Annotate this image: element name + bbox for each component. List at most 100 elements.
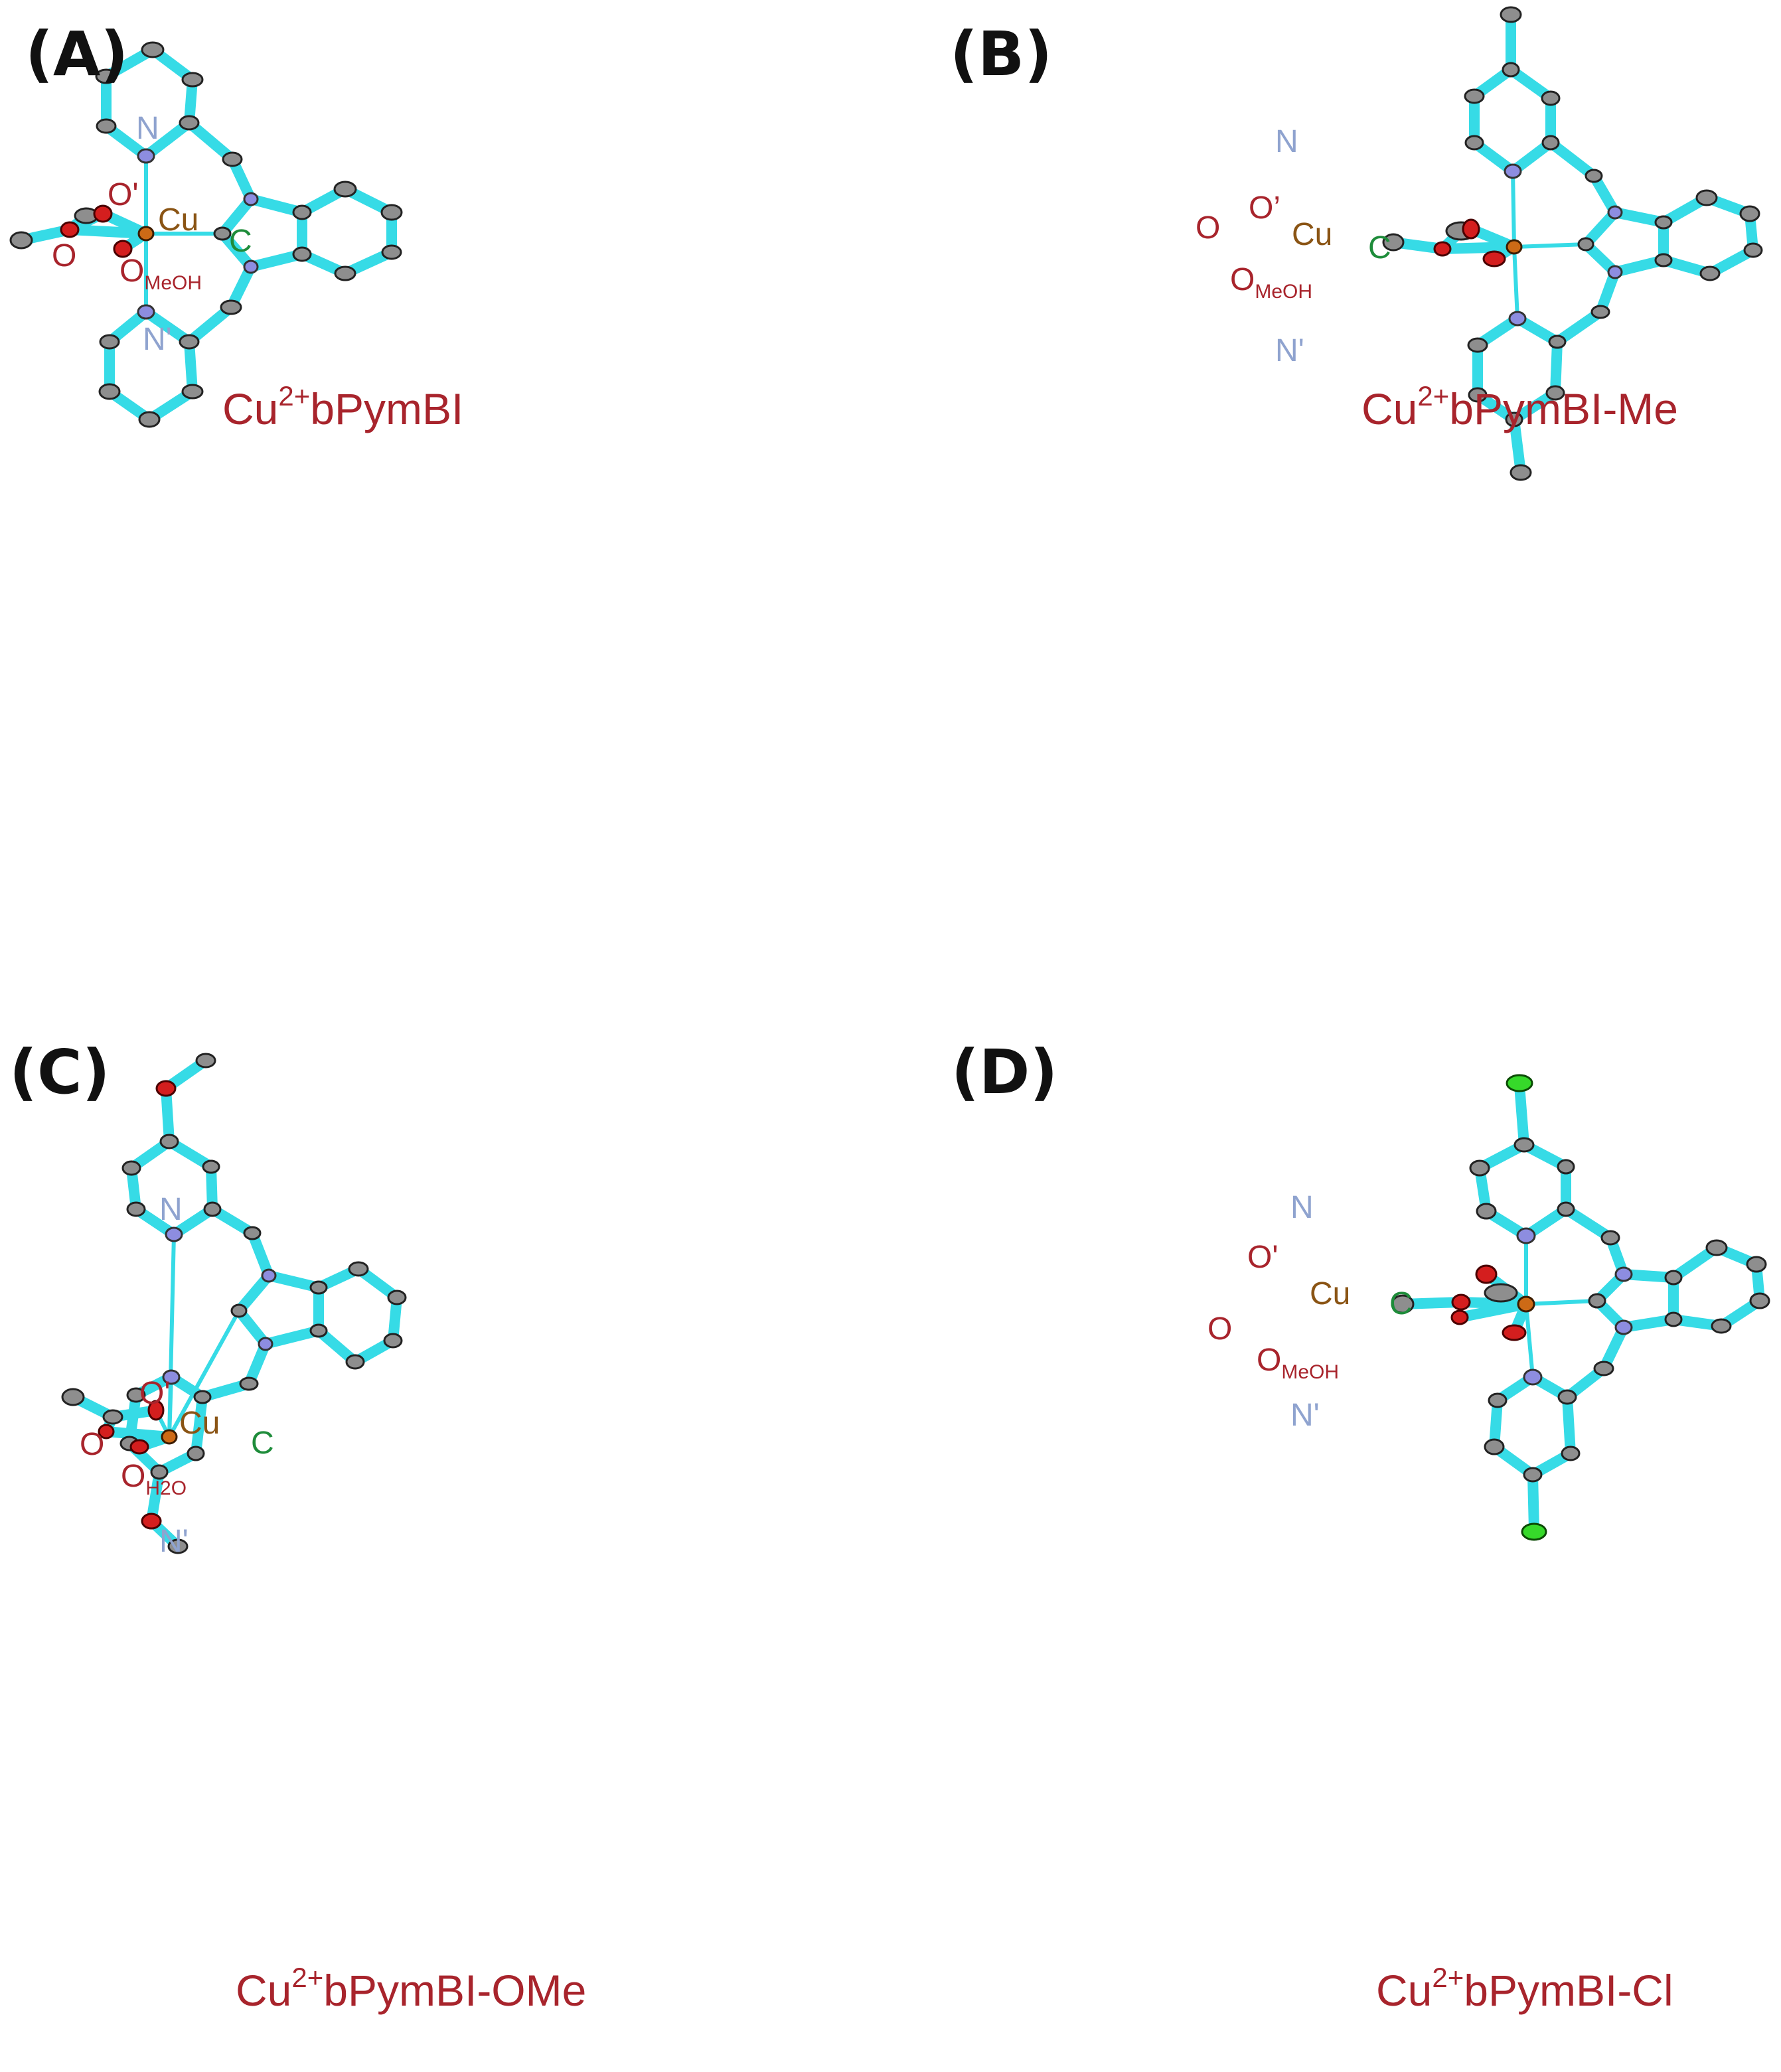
oxygen-atom <box>155 1080 177 1097</box>
compound-name: Cu2+bPymBI <box>222 380 464 434</box>
panel-c: (C) N O' Cu C O OH2O N' Cu2+bPymBI-OMe <box>0 1036 890 2072</box>
chlorine-atom <box>1521 1522 1547 1541</box>
carbon-atom <box>187 1445 205 1461</box>
solvent-oxygen-label: OMeOH <box>1230 262 1313 303</box>
methoxy-carbon-atom <box>167 1538 189 1554</box>
structure-c <box>61 1053 407 1554</box>
carbon-atom <box>1464 88 1485 104</box>
solvent-subscript: MeOH <box>1281 1361 1340 1383</box>
oxygen-atom <box>147 1400 165 1421</box>
oxygen-atom <box>1475 1264 1498 1284</box>
nitrogen-atom <box>137 304 155 320</box>
nitrogen-atom <box>258 1337 273 1351</box>
oxygen-prime-label: O' <box>139 1376 171 1411</box>
carbon-atom <box>1585 169 1603 183</box>
carbon-atom <box>1654 215 1673 230</box>
carbon-atom <box>1557 1201 1575 1217</box>
carbon-atom <box>181 384 204 400</box>
oxygen-atom <box>93 204 113 223</box>
carbon-atom <box>98 383 121 400</box>
carbon-atom <box>239 1376 259 1391</box>
carbon-atom <box>126 1387 146 1403</box>
solvent-oxygen-label: OMeOH <box>119 254 202 294</box>
nitrogen-atom <box>137 148 155 164</box>
oxygen-atom <box>141 1513 162 1530</box>
carbon-atom <box>1557 1389 1577 1405</box>
carbon-atom <box>292 246 312 262</box>
carbon-atom <box>1541 90 1561 106</box>
carbon-atom <box>1484 1438 1505 1455</box>
carbon-atom <box>1746 1256 1767 1273</box>
carbon-atom <box>348 1261 369 1277</box>
carbon-atom <box>1743 242 1763 258</box>
carbene-carbon-label: C <box>251 1426 274 1461</box>
nitrogen-atom <box>1607 205 1623 220</box>
oxygen-label: O <box>52 238 77 273</box>
oxygen-atom <box>1450 1309 1469 1325</box>
oxygen-atom <box>98 1424 115 1440</box>
carbon-atom <box>1545 385 1565 401</box>
carbon-atom <box>309 1280 328 1295</box>
panel-label: (A) <box>25 19 129 90</box>
carbon-atom <box>1557 1159 1575 1175</box>
carbene-carbon-label: C <box>229 224 252 259</box>
carbon-atom <box>1541 135 1560 151</box>
nitrogen-label: N <box>159 1192 183 1227</box>
solvent-oxygen-label: OMeOH <box>1257 1343 1340 1383</box>
oxygen-prime-label: O’ <box>1249 190 1280 226</box>
nitrogen-atom <box>1508 311 1527 327</box>
carbon-atom <box>126 1201 146 1217</box>
nitrogen-atom <box>1504 163 1522 179</box>
carbon-atom <box>1548 334 1567 349</box>
carbon-atom <box>1588 1293 1606 1309</box>
copper-atom <box>1506 239 1523 255</box>
carbon-atom <box>243 1226 262 1240</box>
carbon-atom <box>159 1134 179 1149</box>
carbon-atom <box>1590 305 1610 319</box>
carbon-atom <box>138 411 161 428</box>
carbon-atom <box>213 226 232 241</box>
carbon-atom <box>380 204 403 221</box>
carbon-atom <box>1664 1311 1683 1327</box>
oxygen-atom <box>1482 250 1506 267</box>
nitrogen-atom <box>1614 1266 1633 1282</box>
carbon-atom <box>150 1464 169 1480</box>
compound-name: Cu2+bPymBI-OMe <box>236 1962 587 2016</box>
carbon-atom <box>220 299 242 315</box>
carbon-atom <box>1391 1294 1415 1314</box>
carbon-atom <box>333 181 357 198</box>
nitrogen-atom <box>1523 1369 1543 1386</box>
carbon-atom <box>102 1409 123 1425</box>
methyl-carbon-atom <box>1510 464 1532 481</box>
copper-label: Cu <box>179 1406 220 1441</box>
oxygen-atom <box>1462 218 1480 240</box>
carbon-atom <box>1699 265 1721 281</box>
carbon-atom <box>1469 1159 1490 1177</box>
carbon-atom <box>1561 1445 1581 1461</box>
nitrogen-atom <box>162 1369 181 1385</box>
solvent-subscript: MeOH <box>144 272 202 294</box>
carbon-atom <box>181 72 204 88</box>
carbon-atom <box>141 41 165 58</box>
carbon-atom <box>1505 411 1523 427</box>
carbon-atom <box>121 1160 141 1176</box>
solvent-subscript: MeOH <box>1255 281 1313 303</box>
copper-atom <box>1517 1295 1535 1313</box>
carbon-atom <box>345 1354 365 1370</box>
carbon-atom <box>202 1159 220 1174</box>
structure-d <box>1391 1074 1770 1541</box>
carbon-atom <box>1476 1203 1497 1220</box>
oxygen-label: O <box>1196 210 1221 246</box>
oxygen-label: O <box>80 1427 105 1462</box>
oxygen-atom <box>129 1439 149 1455</box>
carbon-atom <box>1488 1392 1508 1408</box>
nitrogen-atom <box>261 1268 277 1283</box>
carbon-atom <box>1464 135 1484 151</box>
nitrogen-atom <box>243 259 259 274</box>
nitrogen-prime-label: N' <box>1275 333 1304 368</box>
compound-name: Cu2+bPymBI-Me <box>1361 380 1678 434</box>
carbon-atom <box>99 334 120 350</box>
carbon-atom <box>61 1388 85 1406</box>
carbon-atom <box>1467 337 1488 353</box>
carbon-atom <box>334 265 356 281</box>
